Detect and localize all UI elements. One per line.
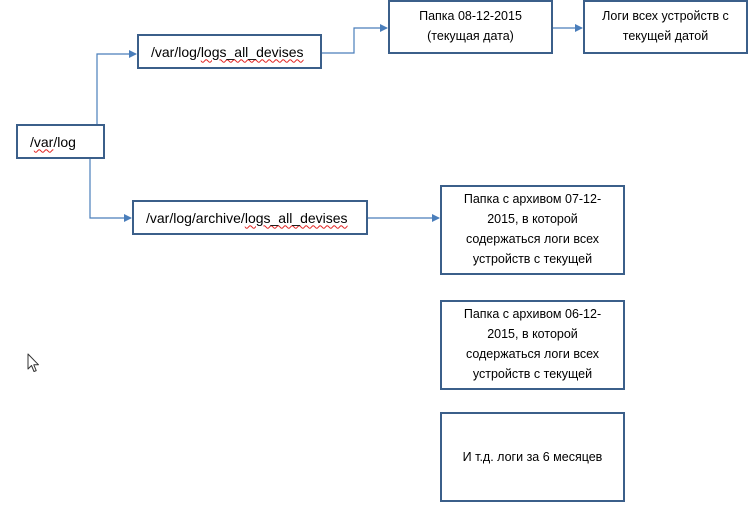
node-etc-note-label: И т.д. логи за 6 месяцев (462, 450, 603, 464)
node-archive-logs-label: /var/log/archive/logs_all_devises (146, 209, 348, 226)
node-etc-note: И т.д. логи за 6 месяцев (440, 412, 625, 502)
node-archive-logs: /var/log/archive/logs_all_devises (132, 200, 368, 235)
connector-root-to-archive (89, 159, 132, 222)
node-folder-today: Папка 08-12-2015 (текущая дата) (388, 0, 553, 54)
spellcheck-word: var (33, 133, 54, 150)
spellcheck-word: logs_all_devises (200, 43, 304, 60)
node-root-label: /var/log (30, 133, 76, 150)
node-root-var-log: /var/log (16, 124, 105, 159)
node-current-logs-label: /var/log/logs_all_devises (151, 43, 304, 60)
mouse-pointer-icon (27, 353, 39, 372)
node-current-logs: /var/log/logs_all_devises (137, 34, 322, 69)
node-archive-folder-2: Папка с архивом 06-12- 2015, в которой с… (440, 300, 625, 390)
node-archive-folder-1: Папка с архивом 07-12- 2015, в которой с… (440, 185, 625, 275)
connector-current-to-folder (322, 24, 388, 54)
node-archive-folder-1-label: Папка с архивом 07-12- 2015, в которой с… (463, 192, 602, 266)
node-logs-today: Логи всех устройств с текущей датой (583, 0, 748, 54)
node-logs-today-label: Логи всех устройств с текущей датой (602, 9, 729, 43)
connector-root-to-current (96, 50, 137, 124)
node-archive-folder-2-label: Папка с архивом 06-12- 2015, в которой с… (463, 307, 602, 381)
node-folder-today-label: Папка 08-12-2015 (текущая дата) (419, 9, 522, 43)
spellcheck-word: logs_all_devises (244, 209, 348, 226)
